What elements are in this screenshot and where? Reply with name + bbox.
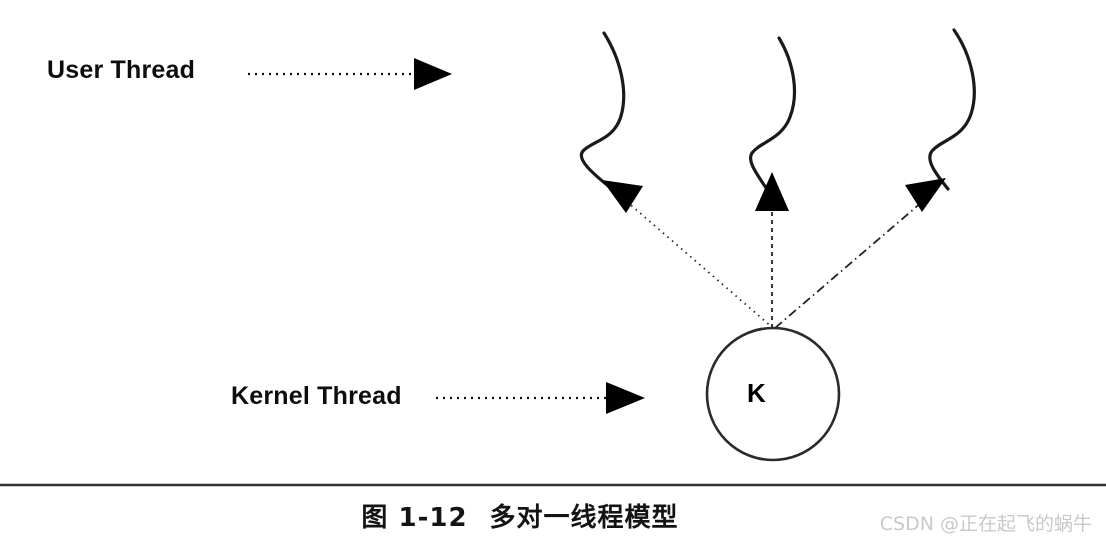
user-thread-pointer-arrowhead (414, 58, 452, 90)
mapping-edge-right (774, 178, 946, 329)
figure-caption-title: 多对一线程模型 (489, 503, 679, 533)
user-thread-wave-middle (749, 36, 797, 199)
mapping-edge-left-line (624, 199, 774, 329)
mapping-edge-left-arrowhead (602, 180, 643, 213)
figure-caption-number: 图 1-12 (361, 503, 468, 533)
kernel-thread-circle (705, 326, 841, 462)
user-thread-wave-left-path (579, 31, 626, 191)
user-thread-wave-right (928, 28, 976, 191)
user-thread-wave-right-path (928, 28, 976, 191)
kernel-thread-legend-label: Kernel Thread (231, 382, 402, 410)
mapping-edge-middle-arrowhead (755, 172, 789, 211)
mapping-edge-right-arrowhead (905, 178, 946, 212)
user-thread-pointer (248, 58, 452, 90)
kernel-node-letter: K (747, 378, 766, 408)
mapping-edge-right-line (774, 201, 923, 329)
kernel-thread-pointer-arrowhead (606, 382, 645, 414)
figure-caption: 图 1-12 多对一线程模型 (0, 497, 1040, 534)
user-thread-wave-left (579, 31, 626, 191)
user-thread-legend-label: User Thread (47, 56, 196, 84)
mapping-edge-middle (755, 172, 789, 328)
kernel-thread-pointer (436, 382, 645, 414)
csdn-watermark: CSDN @正在起飞的蜗牛 (879, 513, 1092, 535)
user-thread-wave-middle-path (749, 36, 797, 199)
mapping-edge-left (602, 180, 774, 329)
